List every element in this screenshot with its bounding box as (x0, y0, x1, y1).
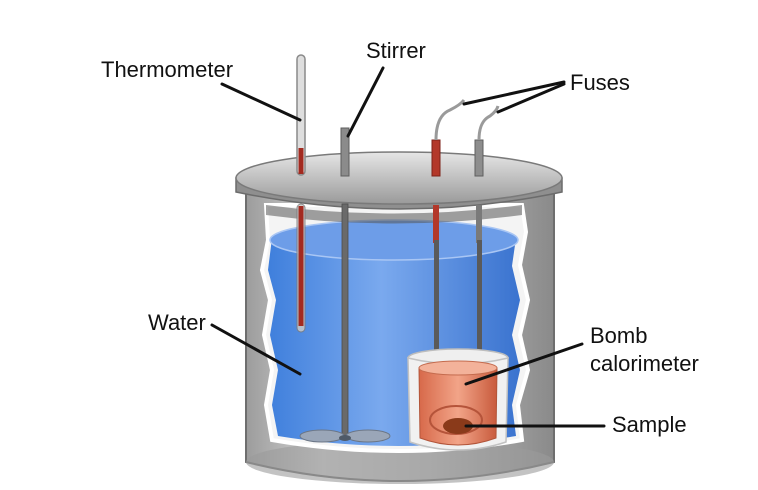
leader-fuses-2 (496, 82, 566, 114)
label-fuses: Fuses (570, 70, 630, 95)
leader-fuses-1 (462, 80, 566, 106)
leader-thermometer (220, 82, 302, 122)
label-stirrer: Stirrer (366, 38, 426, 63)
label-thermometer: Thermometer (101, 57, 234, 82)
leader-stirrer (346, 66, 385, 138)
lid (235, 151, 563, 210)
leader-water (210, 323, 302, 376)
stirrer (299, 127, 391, 443)
bomb-calorimeter (407, 348, 509, 451)
leader-bomb (464, 342, 584, 386)
label-bomb-calorimeter: Bomb calorimeter (590, 322, 699, 378)
label-water: Water (148, 310, 206, 335)
sample (443, 418, 473, 434)
fuse-rods (431, 99, 500, 358)
label-bomb-line1: Bomb (590, 323, 648, 348)
label-bomb-line2: calorimeter (590, 351, 699, 376)
thermometer (296, 54, 306, 333)
stirrer-blade (299, 429, 345, 443)
leader-lines (210, 66, 606, 428)
label-sample: Sample (612, 412, 687, 437)
